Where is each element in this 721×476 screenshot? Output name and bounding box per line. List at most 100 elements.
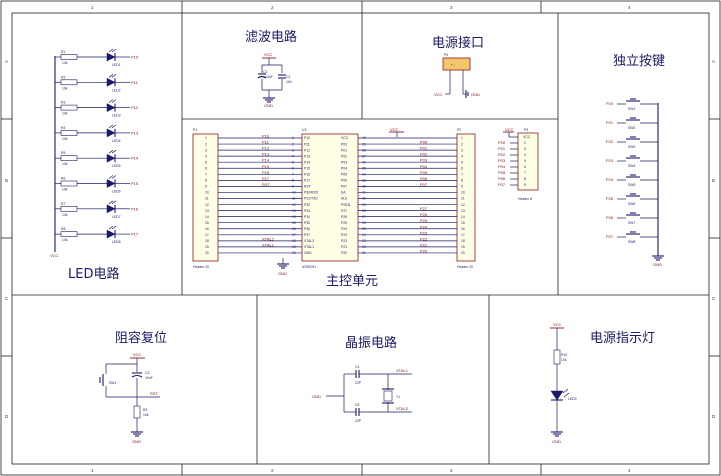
u1-pin-name-right: P27: [341, 209, 347, 213]
u1-pin-number-right: 34: [362, 173, 366, 177]
led-resistor: [60, 104, 78, 111]
p2-net-label: P20: [420, 248, 428, 253]
p1-pin-number: 8: [205, 179, 207, 183]
p3-pin-number: 2: [524, 141, 526, 145]
border-row-c-right: C: [712, 296, 716, 301]
key-port-label: P21: [606, 120, 614, 125]
key-switch-ref: SW3: [628, 145, 635, 149]
u1-ref: U1: [302, 128, 306, 132]
p3-net-label: P03: [498, 158, 506, 163]
p3-header: [517, 132, 539, 191]
p3-pin-number: 4: [524, 153, 526, 157]
border-col-4-bottom: 4: [628, 468, 631, 473]
p1-net-label: P14: [262, 158, 270, 163]
u1-pin-name-left: P12: [304, 148, 310, 152]
u1-pin-name-left: P17: [304, 179, 310, 183]
u1-pin-name-right: P24: [341, 227, 347, 231]
p3-vcc-pin: VCC: [523, 135, 531, 139]
p1-net-label: P16: [262, 170, 270, 175]
power-port-gnd: GND: [471, 92, 480, 97]
u1-chip: [301, 133, 359, 262]
u1-pin-name-right: P02: [341, 154, 347, 158]
key-port-label: P27: [606, 234, 614, 239]
u1-pin-number-right: 29: [362, 203, 366, 207]
led-resistor-ref: R2: [61, 75, 65, 79]
u1-pin-number-left: 3: [292, 148, 294, 152]
led-resistor-ref: R1: [61, 50, 65, 54]
border-row-a-right: A: [712, 59, 715, 64]
p2-net-label: P04: [420, 164, 428, 169]
led-ref: LED2: [112, 88, 121, 92]
p3-pin-number: 9: [524, 183, 526, 187]
p1-pin-number: 1: [205, 136, 207, 140]
led-resistor: [60, 155, 78, 161]
led-port-label: P17: [131, 232, 139, 237]
u1-pin-number-left: 14: [292, 215, 296, 219]
led-vcc-label: VCC: [50, 253, 59, 258]
p1-pin-number: 4: [205, 154, 207, 158]
u1-pin-number-right: 30: [362, 197, 366, 201]
u1-pin-number-left: 15: [292, 221, 296, 225]
p2-pin-number: 7: [461, 173, 463, 177]
u1-pin-name-left: P30/RXD: [304, 191, 319, 195]
p2-net-label: P05: [420, 170, 428, 175]
p2-pin-number: 14: [461, 215, 465, 219]
mcu-gnd-label: GND: [278, 271, 287, 276]
led-resistor: [60, 130, 78, 136]
led-resistor-value: 10k: [62, 238, 68, 242]
c3-ref: C3: [145, 371, 149, 375]
p2-pin-number: 19: [461, 245, 465, 249]
crystal-ref: Y1: [396, 395, 400, 399]
u1-pin-number-left: 7: [292, 173, 294, 177]
led-port-label: P16: [131, 206, 139, 211]
p1-net-label: P13: [262, 152, 270, 157]
p1-net-label: RST: [262, 182, 271, 187]
power-led-vcc-label: VCC: [553, 322, 562, 327]
p2-pin-number: 15: [461, 221, 465, 225]
p3-vcc-label: VCC: [505, 127, 514, 132]
p3-net-label: P05: [498, 170, 506, 175]
u1-pin-number-right: 24: [362, 233, 366, 237]
filter-vcc-label: VCC: [264, 52, 273, 57]
mcu-section-title: 主控单元: [326, 274, 378, 289]
p3-net-label: P01: [498, 146, 506, 151]
u1-pin-number-right: 31: [362, 191, 366, 195]
u1-pin-name-left: GND: [304, 251, 312, 255]
crystal-xtal1-label: XTAL1: [396, 368, 409, 373]
u1-pin-name-right: P25: [341, 221, 347, 225]
led-resistor-value: 10k: [62, 188, 68, 192]
p1-pin-number: 6: [205, 166, 207, 170]
power-port-section-title: 电源接口: [432, 35, 484, 51]
key-switch-ref: SW1: [628, 107, 635, 111]
p1-ref: P1: [193, 128, 197, 132]
u1-pin-number-right: 27: [362, 215, 366, 219]
u1-pin-name-left: XTAL2: [304, 239, 314, 243]
u1-pin-name-right: P01: [341, 148, 347, 152]
led-resistor-value: 10k: [62, 112, 68, 116]
p1-pin-number: 16: [205, 227, 209, 231]
power-jack: [442, 57, 471, 71]
key-port-label: P23: [606, 158, 614, 163]
power-port-circuit: P4 + - VCC GND: [434, 53, 480, 98]
key-switch-ref: SW4: [628, 164, 635, 168]
u1-pin-number-right: 28: [362, 209, 366, 213]
power-port-vcc: VCC: [434, 92, 443, 97]
p1-net-label: P15: [262, 164, 270, 169]
u1-pin-name-right: P00: [341, 142, 347, 146]
p2-net-label: P06: [420, 176, 428, 181]
border-row-d: D: [5, 414, 9, 419]
led-resistor: [60, 231, 78, 237]
p3-pin-number: 6: [524, 165, 526, 169]
p2-pin-number: 3: [461, 148, 463, 152]
u1-pin-name-left: XTAL1: [304, 245, 314, 249]
